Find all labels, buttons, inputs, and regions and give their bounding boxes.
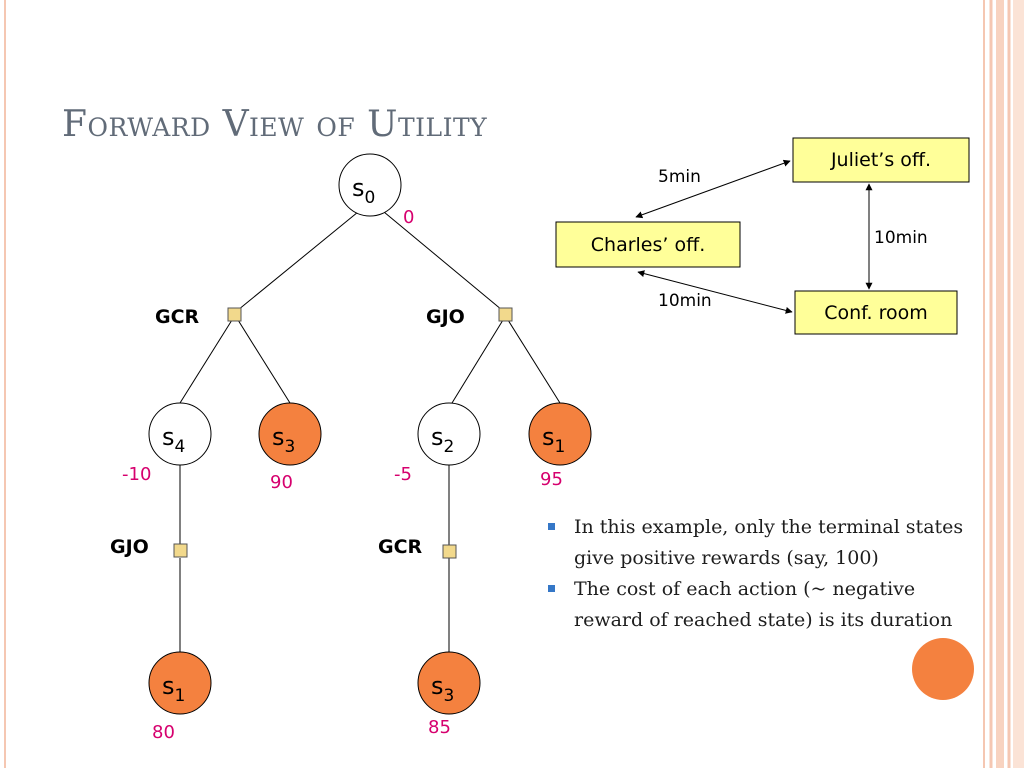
reward-s0: 0: [403, 207, 414, 228]
edge: [507, 319, 561, 404]
action-label-gcr-bottom: GCR: [378, 536, 423, 558]
state-node-s4: [148, 402, 212, 466]
duration-juliet-conf: 10min: [874, 228, 928, 248]
edge: [237, 211, 359, 311]
reward-s1-right: 95: [540, 469, 563, 490]
slide-title: Forward View of Utility: [62, 104, 488, 145]
bullet-text: In this example, only the terminal state…: [574, 516, 964, 569]
reward-s3-bottom: 85: [428, 717, 451, 738]
state-label-s3-bottom: s3: [431, 672, 454, 706]
state-label-s3-left: s3: [272, 423, 295, 457]
bullet-item: In this example, only the terminal state…: [548, 512, 988, 574]
action-node-gjo-top: [498, 307, 513, 322]
decorative-orange-circle: [912, 638, 974, 700]
edge: [237, 319, 291, 404]
location-label-conf: Conf. room: [824, 302, 927, 324]
bullet-marker-icon: [548, 523, 555, 530]
action-node-gcr-bottom: [442, 544, 457, 559]
action-label-gcr-top: GCR: [155, 306, 200, 328]
action-node-gcr-top: [227, 307, 242, 322]
state-label-s0: s0: [352, 174, 375, 208]
state-label-s1-bottom: s1: [162, 672, 185, 706]
edge: [383, 211, 503, 311]
state-node-s0: [338, 153, 402, 217]
location-label-juliet: Juliet’s off.: [830, 149, 931, 171]
state-label-s1-right: s1: [542, 423, 565, 457]
state-label-s2: s2: [431, 423, 454, 457]
state-node-s3-left: [258, 402, 322, 466]
location-map: Juliet’s off. Charles’ off. Conf. room 5…: [555, 137, 970, 335]
bullet-list: In this example, only the terminal state…: [548, 512, 988, 636]
reward-s1-bottom: 80: [152, 722, 175, 743]
route-charles-conf: [637, 270, 793, 314]
location-box-conf: [794, 290, 958, 335]
location-label-charles: Charles’ off.: [591, 234, 705, 256]
reward-s2: -5: [394, 464, 412, 485]
bullet-text: The cost of each action (~ negative rewa…: [574, 578, 953, 631]
reward-s4: -10: [122, 464, 151, 485]
duration-charles-juliet: 5min: [658, 167, 701, 187]
location-box-charles: [555, 221, 741, 268]
state-node-s1-bottom: [148, 651, 212, 715]
bullet-item: The cost of each action (~ negative rewa…: [548, 574, 988, 636]
state-node-s1-right: [528, 402, 592, 466]
location-box-juliet: [792, 137, 970, 183]
state-node-s3-bottom: [417, 651, 481, 715]
bullet-marker-icon: [548, 585, 555, 592]
edge: [179, 319, 233, 404]
state-label-s4: s4: [162, 423, 185, 457]
action-label-gjo-bottom: GJO: [110, 536, 149, 558]
action-node-gjo-bottom: [173, 543, 188, 558]
tree-edges: [179, 211, 561, 652]
action-label-gjo-top: GJO: [426, 306, 465, 328]
reward-s3-left: 90: [270, 472, 293, 493]
state-node-s2: [417, 402, 481, 466]
duration-charles-conf: 10min: [658, 291, 712, 311]
route-charles-juliet: [635, 159, 791, 219]
edge: [451, 319, 504, 404]
